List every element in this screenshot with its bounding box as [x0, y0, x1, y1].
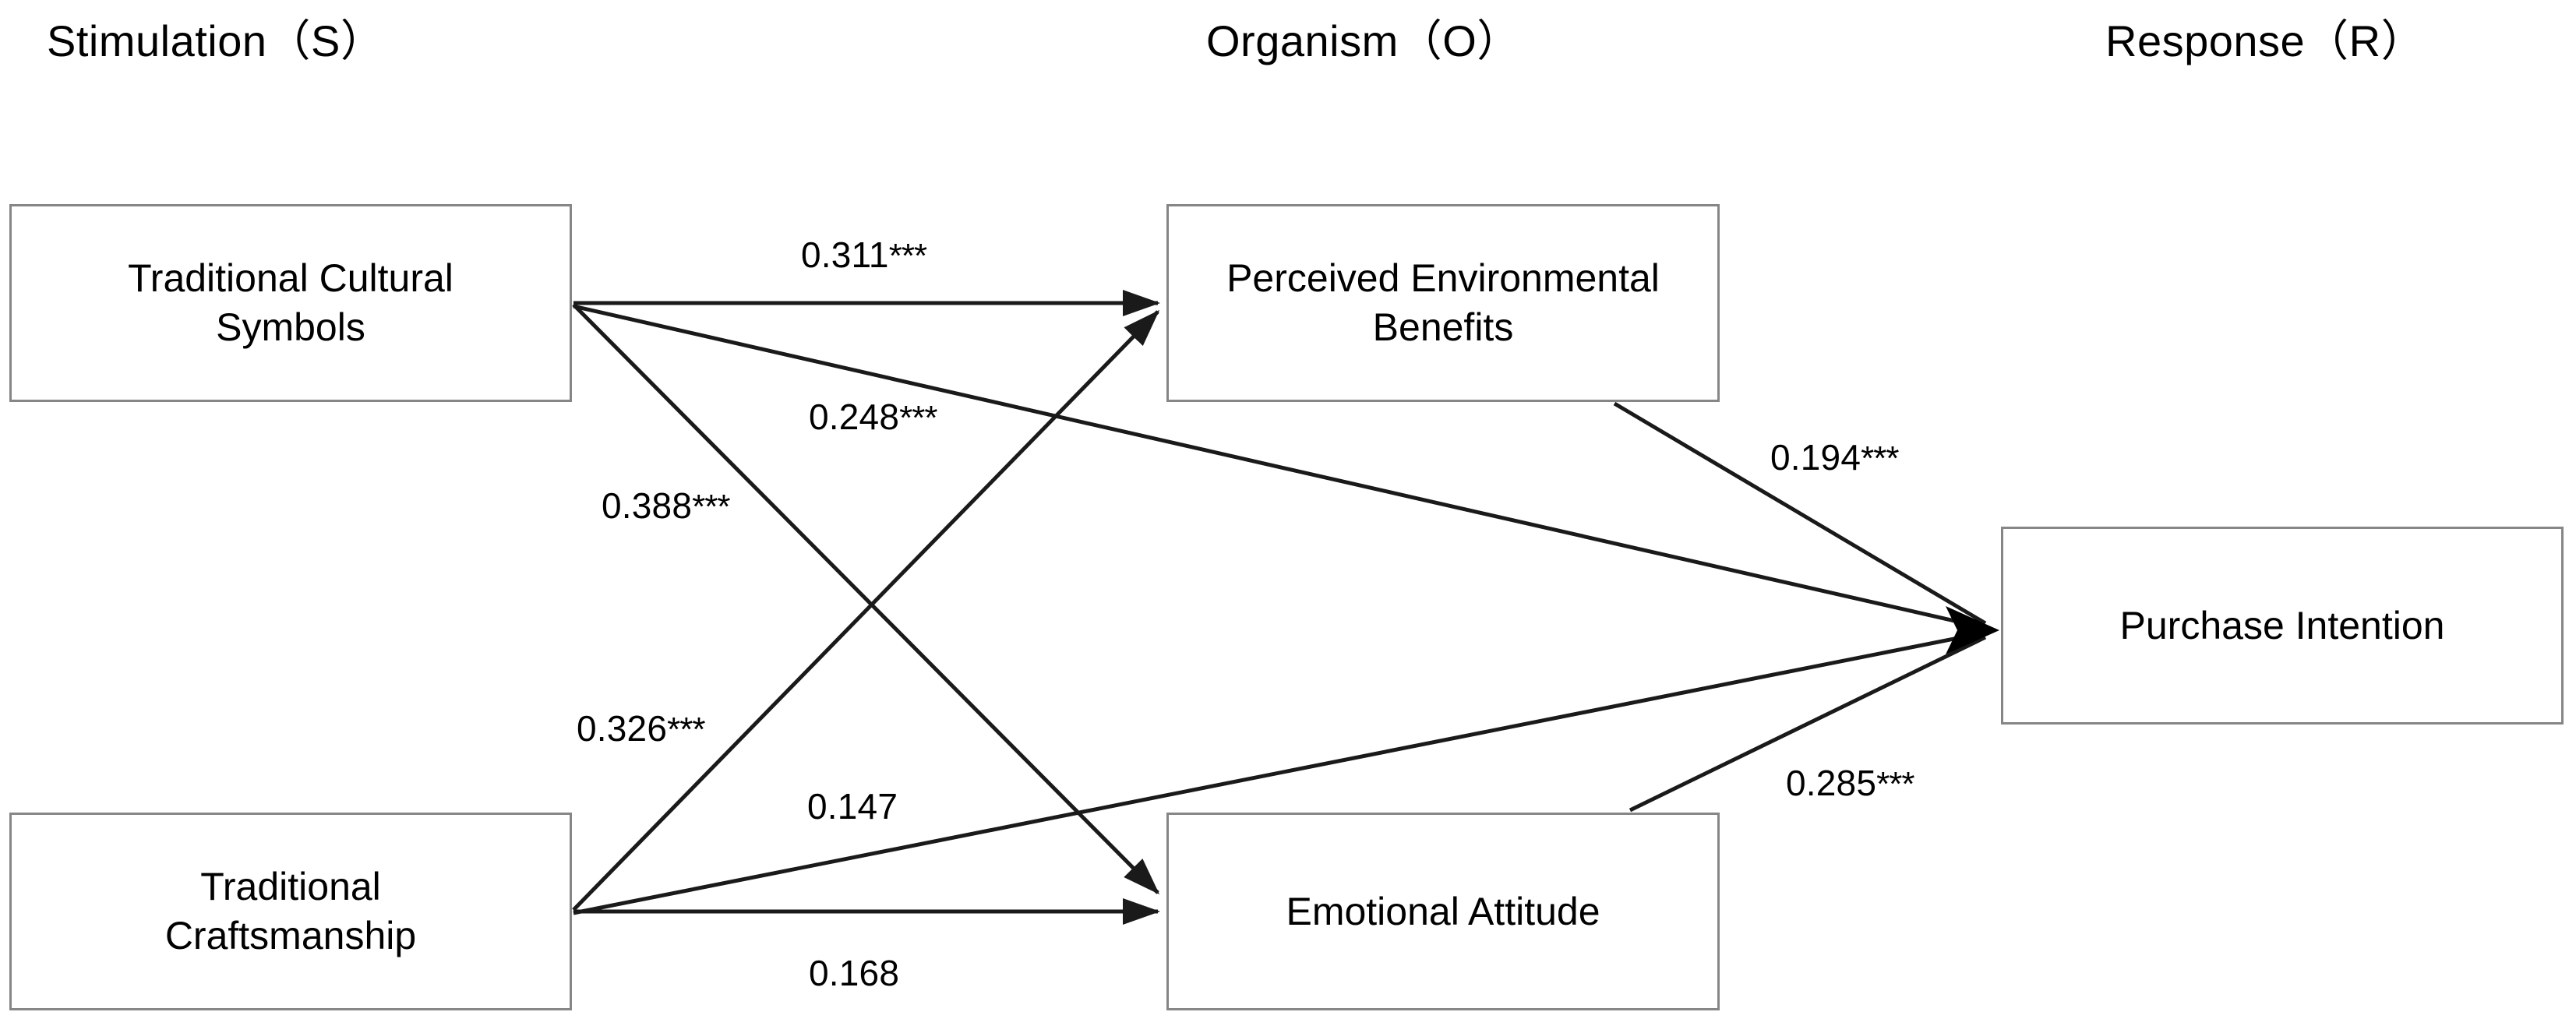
arrowhead-purchase-intention	[1946, 606, 1999, 654]
path-coefficient: 0.194	[1770, 437, 1861, 478]
column-header-response: Response（R）	[2105, 16, 2426, 65]
node-label: Purchase Intention	[2119, 603, 2445, 647]
path-label-tcs-to-ea: 0.388***	[602, 485, 731, 527]
node-purchase-intention[interactable]: Purchase Intention	[2001, 527, 2564, 725]
node-perceived-environmental-benefits[interactable]: Perceived Environmental Benefits	[1166, 204, 1720, 402]
path-label-ea-to-pi: 0.285***	[1786, 762, 1915, 804]
node-label: Perceived Environmental Benefits	[1226, 256, 1660, 349]
path-significance-stars: ***	[899, 399, 937, 437]
path-coefficient: 0.388	[602, 485, 693, 526]
path-coefficient: 0.147	[807, 786, 898, 827]
path-significance-stars: ***	[692, 488, 730, 526]
node-emotional-attitude[interactable]: Emotional Attitude	[1166, 813, 1720, 1010]
node-label: Traditional Cultural Symbols	[128, 256, 453, 349]
path-label-tcs-to-peb: 0.311***	[801, 234, 927, 276]
path-significance-stars: ***	[667, 710, 705, 749]
column-header-stimulation: Stimulation（S）	[47, 16, 385, 65]
path-significance-stars: ***	[1861, 439, 1899, 478]
path-label-tc-to-peb: 0.326***	[577, 707, 706, 749]
path-label-tc-to-ea: 0.168	[809, 952, 899, 994]
node-label: Traditional Craftsmanship	[164, 865, 417, 957]
path-coefficient: 0.285	[1786, 763, 1877, 803]
path-significance-stars: ***	[888, 237, 927, 275]
column-header-organism: Organism（O）	[1206, 16, 1521, 65]
path-significance-stars: ***	[1876, 765, 1914, 803]
node-traditional-cultural-symbols[interactable]: Traditional Cultural Symbols	[9, 204, 572, 402]
node-label: Emotional Attitude	[1286, 889, 1600, 933]
path-label-peb-to-pi: 0.194***	[1770, 436, 1900, 478]
path-coefficient: 0.311	[801, 234, 889, 275]
path-coefficient: 0.248	[809, 397, 900, 437]
path-coefficient: 0.326	[577, 708, 668, 749]
path-label-tc-to-pi: 0.147	[807, 785, 898, 827]
path-coefficient: 0.168	[809, 953, 900, 993]
node-traditional-craftsmanship[interactable]: Traditional Craftsmanship	[9, 813, 572, 1010]
path-label-tcs-to-pi: 0.248***	[809, 396, 938, 438]
